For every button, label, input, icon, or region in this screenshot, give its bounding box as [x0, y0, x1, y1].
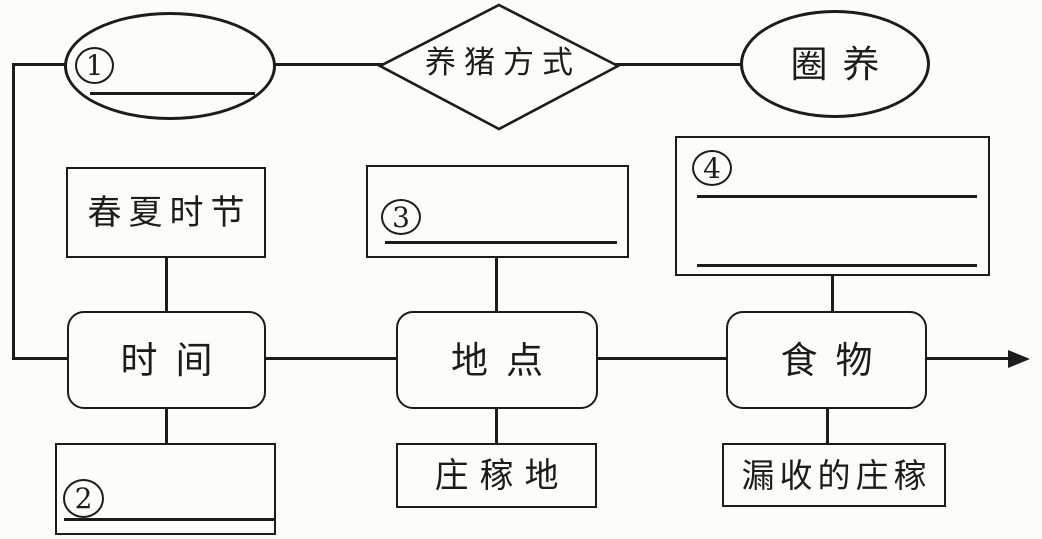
connector-diamond-to-pen-raising: [615, 63, 743, 66]
connector-left-to-blank1: [12, 63, 67, 66]
node-food: 食物: [726, 311, 927, 409]
circled-number-3-digit: 3: [392, 200, 410, 234]
connector-time-to-blank2: [165, 408, 168, 445]
node-crop-field: 庄稼地: [396, 443, 597, 508]
node-time: 时间: [67, 311, 266, 409]
node-blank1-ellipse: 1: [64, 12, 276, 120]
node-blank4: 4: [675, 136, 990, 276]
circled-number-2-digit: 2: [74, 482, 93, 515]
node-blank2: 2: [55, 443, 276, 535]
connector-food-to-arrow: [925, 357, 1011, 360]
connector-left-vertical: [12, 63, 15, 360]
flow-arrow-head-icon: [1008, 350, 1030, 368]
blank1-fill-line: [90, 92, 255, 95]
node-pen-raising-ellipse: 圈养: [740, 10, 930, 118]
food-label: 食物: [780, 338, 891, 382]
connector-season-to-time: [165, 256, 168, 313]
place-label: 地点: [451, 338, 561, 382]
node-blank3: 3: [366, 165, 629, 258]
connector-blank3-to-place: [495, 256, 498, 313]
blank4-fill-line-1: [697, 195, 977, 198]
circled-number-2: 2: [63, 479, 104, 518]
node-missed-crops: 漏收的庄稼: [722, 443, 946, 507]
circled-number-4-digit: 4: [703, 151, 721, 185]
circled-number-1-digit: 1: [85, 49, 104, 82]
connector-time-to-place: [264, 357, 398, 360]
circled-number-3: 3: [381, 199, 421, 235]
connector-blank4-to-food: [831, 274, 834, 313]
missed-crops-label: 漏收的庄稼: [741, 455, 932, 495]
decision-diamond-label: 养猪方式: [425, 45, 581, 81]
crop-field-label: 庄稼地: [434, 455, 570, 496]
decision-diamond-pig-method: [378, 3, 620, 131]
time-label: 时间: [120, 338, 231, 382]
pen-raising-label: 圈养: [790, 42, 895, 86]
circled-number-1: 1: [75, 47, 114, 84]
connector-place-to-food: [596, 357, 728, 360]
connector-food-to-missed-crops: [826, 407, 829, 445]
blank2-fill-line: [64, 518, 275, 521]
connector-place-to-crop-field: [495, 407, 498, 445]
blank4-fill-line-2: [697, 264, 977, 267]
blank3-fill-line: [385, 241, 617, 244]
spring-summer-season-label: 春夏时节: [87, 192, 252, 233]
node-spring-summer-season: 春夏时节: [66, 167, 266, 258]
node-place: 地点: [396, 311, 598, 409]
connector-left-to-time: [12, 357, 72, 360]
circled-number-4: 4: [692, 150, 732, 186]
connector-blank1-to-diamond: [274, 63, 384, 66]
